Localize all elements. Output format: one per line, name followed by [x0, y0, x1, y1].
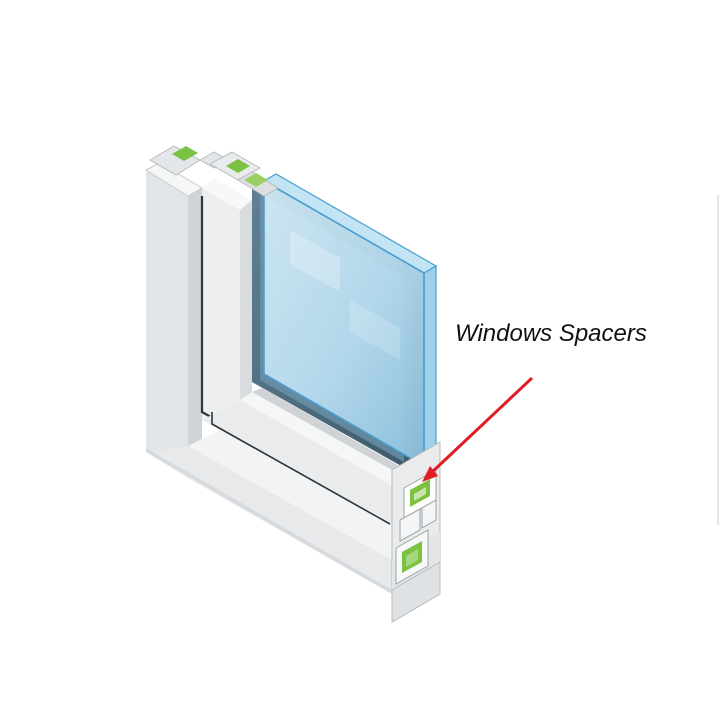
spacer-callout-label: Windows Spacers	[455, 320, 647, 347]
sash-frame	[200, 178, 410, 528]
spacer-green-top	[172, 146, 198, 161]
right-edge-line	[717, 195, 719, 525]
glazing-bead	[240, 200, 410, 480]
outer-frame	[146, 163, 440, 594]
red-arrow-icon	[422, 376, 534, 482]
bottom-profile-section	[391, 441, 441, 623]
glass-pane-front	[262, 173, 438, 468]
top-profile-section	[144, 145, 279, 197]
